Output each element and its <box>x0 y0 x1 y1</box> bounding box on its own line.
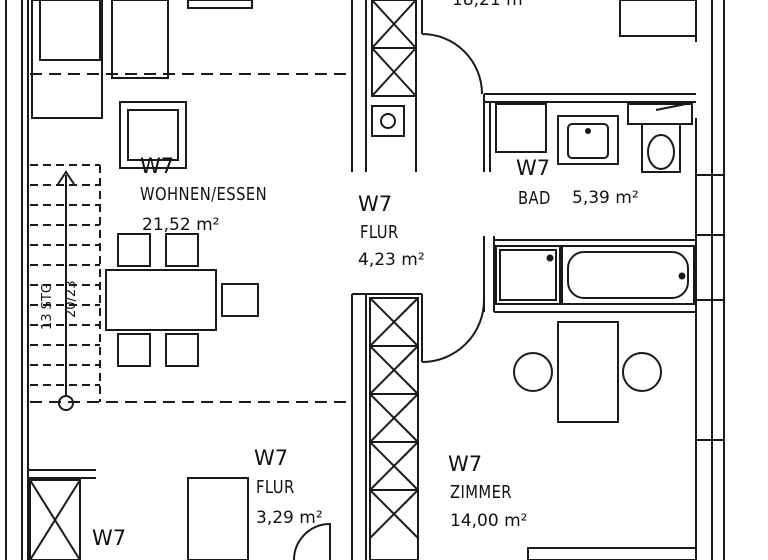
room-code-flur-lower: W7 <box>254 446 289 470</box>
room-code-zimmer: W7 <box>448 452 483 476</box>
room-area-zimmer: 14,00 m² <box>450 511 528 531</box>
stair-ratio-label: 20/23 <box>64 280 79 318</box>
armchair <box>119 101 187 169</box>
room-code-flur-upper: W7 <box>358 192 393 216</box>
room-name-zimmer: ZIMMER <box>450 482 512 503</box>
zimmer-furniture <box>513 321 697 560</box>
room-name-wohnen: WOHNEN/ESSEN <box>140 184 268 205</box>
room-name-flur-lower: FLUR <box>256 477 295 498</box>
door-swing-upper <box>421 33 483 95</box>
outer-right-wall <box>695 0 725 560</box>
bathroom <box>483 94 693 173</box>
central-wall-upper <box>351 0 423 172</box>
door-swing-lower <box>421 299 485 363</box>
top-left-cabinets <box>31 0 253 119</box>
room-area-flur-lower: 3,29 m² <box>256 508 323 528</box>
door-swing-bottom <box>293 522 331 560</box>
room-code-bad: W7 <box>516 156 551 180</box>
dining-table <box>105 233 259 367</box>
room-name-flur-upper: FLUR <box>360 222 399 243</box>
stair-steps-label: 13 STG <box>40 283 55 330</box>
top-room-area: 18,21 m² <box>452 0 530 10</box>
room-area-bad: 5,39 m² <box>572 188 639 208</box>
room-code-bottom-left: W7 <box>92 526 127 550</box>
room-area-wohnen: 21,52 m² <box>142 215 220 235</box>
top-right-room <box>421 0 697 103</box>
room-name-bad: BAD <box>518 188 551 209</box>
central-wall-lower <box>351 293 423 560</box>
room-area-flur-upper: 4,23 m² <box>358 250 425 270</box>
outer-left-wall <box>5 0 29 560</box>
room-code-wohnen: W7 <box>140 154 175 178</box>
bottom-left-cabinet <box>28 469 249 560</box>
bathtub-row <box>483 236 696 313</box>
